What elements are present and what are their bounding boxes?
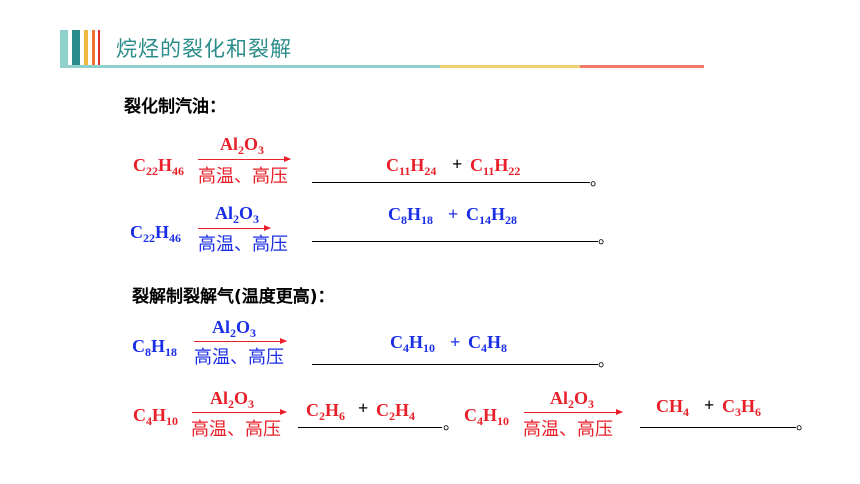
r5-period: 。 xyxy=(796,414,813,433)
r3-plus: + xyxy=(450,332,461,352)
header-rule-yellow xyxy=(440,65,580,68)
r4-period: 。 xyxy=(443,414,460,433)
r1-catalyst: Al2O3 xyxy=(220,134,265,157)
r4-product-2: C2H4 xyxy=(376,400,416,423)
r2-product-2: C14H28 xyxy=(466,204,518,227)
r4-plus: + xyxy=(358,398,369,418)
r2-product-1: C8H18 xyxy=(388,204,434,227)
page-title: 烷烃的裂化和裂解 xyxy=(116,37,292,61)
r4-product-1: C2H6 xyxy=(306,400,346,423)
header-rule-red xyxy=(580,65,704,68)
r5-catalyst: Al2O3 xyxy=(550,388,595,411)
section-cracking: 裂化制汽油： xyxy=(124,97,226,117)
r1-answer-line xyxy=(312,182,590,183)
header-bar-2 xyxy=(72,30,80,66)
r5-condition: 高温、高压 xyxy=(523,419,613,440)
r1-product-1: C11H24 xyxy=(386,155,437,178)
r3-period: 。 xyxy=(598,351,615,370)
r5-product-2: C3H6 xyxy=(722,396,762,419)
r4-arrow xyxy=(192,409,287,415)
r4-catalyst: Al2O3 xyxy=(210,388,255,411)
section-pyrolysis: 裂解制裂解气(温度更高)： xyxy=(132,287,335,307)
r3-catalyst: Al2O3 xyxy=(212,317,257,340)
r2-plus: + xyxy=(448,204,459,224)
r2-condition: 高温、高压 xyxy=(198,234,288,255)
r3-arrow xyxy=(194,338,287,344)
r1-product-2: C11H22 xyxy=(470,155,521,178)
r2-period: 。 xyxy=(598,228,615,247)
r4-condition: 高温、高压 xyxy=(191,419,281,440)
r5-arrow xyxy=(524,409,623,415)
r3-product-2: C4H8 xyxy=(468,332,508,355)
r5-reactant: C4H10 xyxy=(464,405,510,428)
header-rule-teal xyxy=(60,65,440,68)
header-bar-5 xyxy=(98,30,100,66)
r1-period: 。 xyxy=(590,170,607,189)
r1-arrow xyxy=(198,156,291,162)
r2-answer-line xyxy=(312,241,598,242)
r2-arrow xyxy=(198,225,271,231)
r5-plus: + xyxy=(704,395,715,415)
r3-reactant: C8H18 xyxy=(132,336,178,359)
r1-condition: 高温、高压 xyxy=(198,166,288,187)
r1-reactant: C22H46 xyxy=(133,155,185,178)
r5-answer-line xyxy=(640,427,796,428)
r3-answer-line xyxy=(312,364,598,365)
r3-product-1: C4H10 xyxy=(390,332,436,355)
r5-product-1: CH4 xyxy=(656,396,689,419)
r2-catalyst: Al2O3 xyxy=(215,203,260,226)
r4-reactant: C4H10 xyxy=(133,405,179,428)
r2-reactant: C22H46 xyxy=(130,222,182,245)
header-bar-4 xyxy=(92,30,95,66)
r4-answer-line xyxy=(298,427,442,428)
header-bar-1 xyxy=(60,30,68,66)
header-bar-3 xyxy=(84,30,88,66)
r3-condition: 高温、高压 xyxy=(194,347,284,368)
r1-plus: + xyxy=(452,154,463,174)
